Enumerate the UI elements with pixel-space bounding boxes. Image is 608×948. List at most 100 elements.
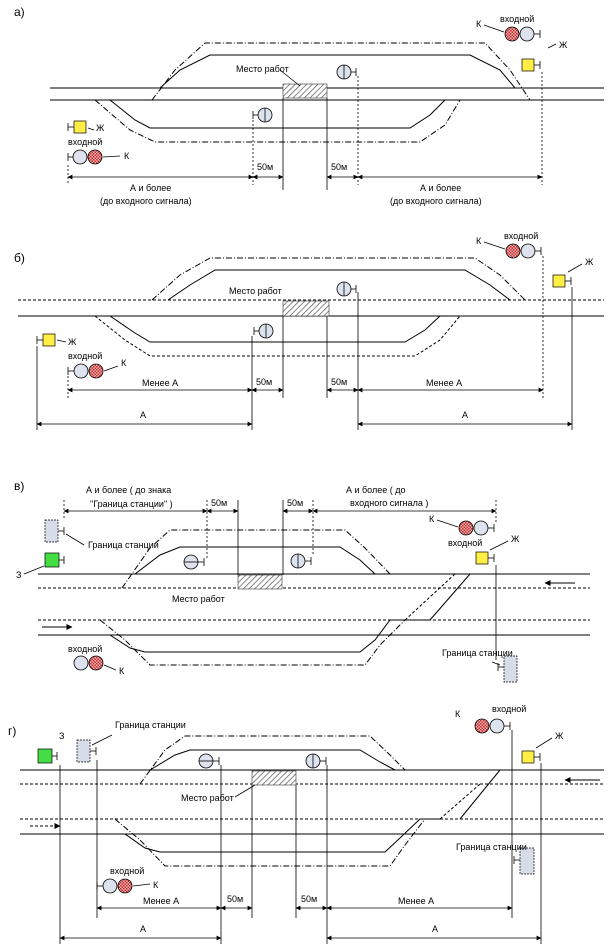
dim-sublabel: (до входного сигнала) <box>100 196 192 206</box>
entry-signal-label: входной <box>68 644 102 654</box>
dim-label: Менее А <box>398 896 434 906</box>
crossover <box>429 573 471 621</box>
station-border-sign-right <box>513 847 535 875</box>
siding-inner <box>149 749 396 771</box>
k-label: К <box>476 19 482 29</box>
leader <box>483 24 505 33</box>
yellow-sign-right <box>521 58 541 72</box>
leader <box>23 565 45 575</box>
siding-lower-inner <box>124 818 440 853</box>
zh-label: Ж <box>585 257 594 267</box>
crossover <box>459 769 501 820</box>
yellow-sign-right <box>521 750 541 764</box>
leader <box>91 734 113 746</box>
entry-signal-right <box>505 243 542 259</box>
siding-outer <box>121 529 391 589</box>
entry-signal-right <box>474 718 511 734</box>
entry-signal-label: входной <box>492 704 526 714</box>
dim-label: Менее А <box>426 378 462 388</box>
entry-signal-label: входной <box>448 538 482 548</box>
shunting-signal <box>305 753 327 769</box>
dim-label: А и более ( до <box>346 485 406 495</box>
entry-signal-label: входной <box>504 231 538 241</box>
zh-label: Ж <box>68 337 77 347</box>
leader <box>132 883 151 887</box>
panel-a: а) Место работ входной К <box>14 5 604 206</box>
work-site <box>237 574 283 590</box>
siding-lower-outer <box>99 619 406 666</box>
station-border-sign-left <box>76 739 97 763</box>
siding-lower-inner <box>109 99 446 129</box>
entry-signal-label: входной <box>110 866 144 876</box>
siding-lower-outer <box>94 99 461 143</box>
shunting-signal <box>290 553 312 569</box>
siding-lower-inner <box>109 619 430 653</box>
dim-sublabel: "Граница станции" ) <box>90 499 173 509</box>
panel-a-letter: а) <box>14 5 25 19</box>
zh-label: Ж <box>96 123 105 133</box>
siding-inner <box>167 269 511 301</box>
panel-v: в) Место работ Грани <box>14 479 590 683</box>
siding-inner <box>134 546 376 575</box>
dim-label: А и более <box>420 183 461 193</box>
zh-label: Ж <box>555 731 564 741</box>
work-site <box>282 300 330 317</box>
dim-sublabel: входного сигнала ) <box>350 498 428 508</box>
dim-label: А и более <box>130 183 171 193</box>
k-label: К <box>455 709 461 719</box>
leader <box>567 263 583 273</box>
shunting-signal <box>336 281 357 297</box>
k-label: К <box>153 880 159 890</box>
dim-50-label: 50м <box>331 377 347 387</box>
work-site <box>282 83 328 99</box>
siding-lower-outer <box>114 818 426 867</box>
leader <box>491 661 501 666</box>
leader <box>56 339 67 343</box>
crossover <box>404 573 456 621</box>
shunting-signal <box>253 323 274 339</box>
entry-signal-left <box>67 149 103 165</box>
leader <box>483 241 506 250</box>
work-site-label: Место работ <box>181 793 234 803</box>
border-label: Граница станции <box>88 540 159 550</box>
siding-lower-inner <box>109 315 441 343</box>
green-sign <box>44 552 65 568</box>
shunting-signal <box>336 64 357 80</box>
shunting-signal <box>252 107 273 123</box>
dim-sublabel: (до входного сигнала) <box>390 196 482 206</box>
entry-signal-right <box>458 520 495 536</box>
work-site-label: Место работ <box>229 286 282 296</box>
k-label: К <box>476 236 482 246</box>
panel-v-letter: в) <box>14 479 24 493</box>
work-site-label: Место работ <box>236 64 289 74</box>
leader <box>547 43 557 49</box>
dim-label: Менее А <box>142 378 178 388</box>
station-border-sign-left <box>44 519 65 543</box>
dim-50-label: 50м <box>211 498 227 508</box>
zh-label: Ж <box>559 40 568 50</box>
yellow-sign-left <box>36 333 56 347</box>
siding-inner <box>159 54 516 89</box>
green-sign <box>37 748 58 764</box>
entry-signal-label: входной <box>500 14 534 24</box>
leader <box>103 365 119 372</box>
dim-label: А <box>140 924 146 934</box>
siding-lower-outer <box>94 315 461 357</box>
dim-50-label: 50м <box>227 894 243 904</box>
leader <box>65 533 85 546</box>
work-site-label: Место работ <box>172 594 225 604</box>
zh-label: Ж <box>511 534 520 544</box>
entry-signal-label: входной <box>68 351 102 361</box>
dim-label: А <box>462 410 468 420</box>
shunting-signal <box>198 753 220 769</box>
dim-label: А и более ( до знака <box>86 485 171 495</box>
entry-signal-label: входной <box>68 137 102 147</box>
leader <box>489 540 509 551</box>
panel-b-letter: б) <box>14 251 25 265</box>
leader <box>436 519 459 528</box>
crossover <box>439 783 481 820</box>
dim-50-label: 50м <box>257 162 273 172</box>
yellow-sign-right <box>475 551 495 565</box>
leader <box>535 737 553 749</box>
siding-outer <box>151 42 531 101</box>
